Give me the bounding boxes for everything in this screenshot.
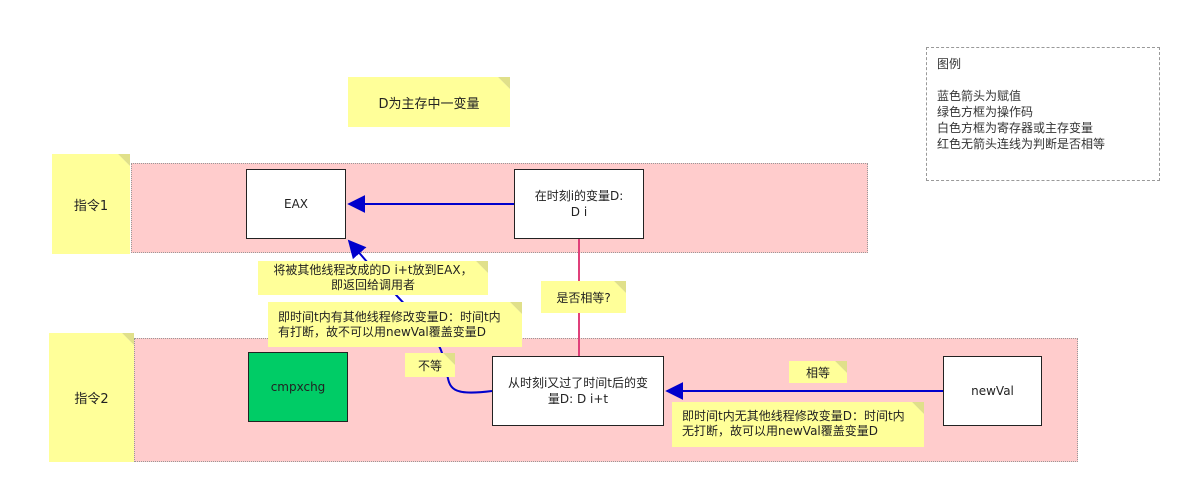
newval-label: newVal: [971, 384, 1014, 398]
equal-text: 相等: [805, 365, 830, 380]
legend-item-red-line: 红色无箭头连线为判断是否相等: [937, 137, 1106, 151]
instruction1-label: 指令1: [73, 198, 109, 214]
put-to-eax-text: 将被其他线程改成的D i+t放到EAX， 即返回给调用者: [273, 263, 473, 292]
note-modified: 即时间t内有其他线程修改变量D：时间t内 有打断，故不可以用newVal覆盖变量…: [268, 302, 522, 347]
eax-label: EAX: [283, 197, 308, 211]
legend-item-green-box: 绿色方框为操作码: [937, 105, 1034, 119]
newval-box: newVal: [943, 356, 1042, 426]
note-put-to-eax: 将被其他线程改成的D i+t放到EAX， 即返回给调用者: [258, 261, 488, 295]
eax-box: EAX: [246, 169, 346, 239]
note-equal: 相等: [789, 361, 847, 383]
d-after-t-box: 从时刻i又过了时间t后的变 量D: D i+t: [492, 356, 664, 426]
d-after-t-label: 从时刻i又过了时间t后的变 量D: D i+t: [507, 376, 649, 406]
note-instruction1: 指令1: [52, 154, 130, 254]
d-at-i-box: 在时刻i的变量D: D i: [514, 169, 644, 239]
modified-note-text: 即时间t内有其他线程修改变量D：时间t内 有打断，故不可以用newVal覆盖变量…: [278, 310, 501, 339]
legend-item-white-box: 白色方框为寄存器或主存变量: [937, 121, 1094, 135]
unmodified-note-text: 即时间t内无其他线程修改变量D：时间t内 无打断，故可以用newVal覆盖变量D: [682, 409, 905, 438]
note-d-main-memory: D为主存中一变量: [348, 77, 510, 127]
equal-question-text: 是否相等?: [556, 290, 611, 305]
note-equal-question: 是否相等?: [541, 281, 626, 313]
legend: 图例 蓝色箭头为赋值 绿色方框为操作码 白色方框为寄存器或主存变量 红色无箭头连…: [926, 47, 1160, 181]
cmpxchg-label: cmpxchg: [270, 380, 326, 394]
note-instruction2: 指令2: [49, 333, 134, 462]
cmpxchg-box: cmpxchg: [248, 352, 348, 422]
note-not-equal: 不等: [405, 353, 455, 377]
instruction2-label: 指令2: [74, 392, 109, 407]
note-d-main-memory-text: D为主存中一变量: [378, 96, 480, 112]
legend-title: 图例: [937, 57, 962, 71]
note-unmodified: 即时间t内无其他线程修改变量D：时间t内 无打断，故可以用newVal覆盖变量D: [672, 402, 924, 447]
legend-item-blue-arrow: 蓝色箭头为赋值: [937, 89, 1022, 103]
not-equal-text: 不等: [417, 358, 442, 373]
d-at-i-label: 在时刻i的变量D: D i: [534, 189, 624, 219]
